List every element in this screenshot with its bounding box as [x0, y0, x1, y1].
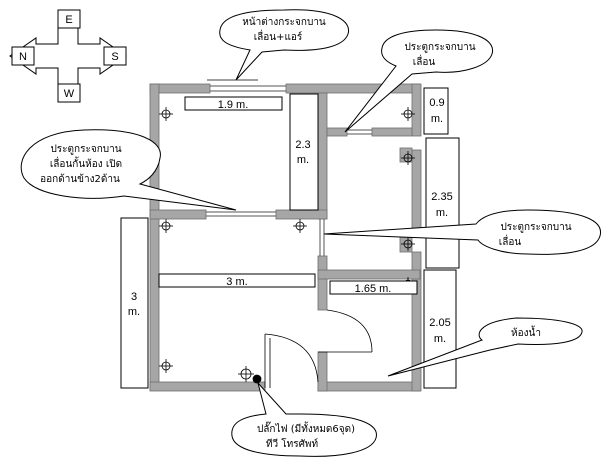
- light-icon: [401, 237, 415, 251]
- wall-top-right: [285, 83, 421, 94]
- dim-top-right-unit: m.: [431, 113, 443, 125]
- dim-left-room: 2.3: [295, 139, 310, 151]
- callout-door-mid: ประตูกระจกบาน เลื่อน: [323, 209, 602, 255]
- wall-right-partition-a: [399, 147, 413, 163]
- light-icon: [401, 107, 415, 121]
- wall-center-lower: [317, 255, 328, 311]
- wall-left: [149, 83, 160, 391]
- wall-right-low: [411, 251, 422, 392]
- wall-mid-left: [149, 209, 207, 220]
- fixtures: [159, 107, 415, 384]
- wall-right-top: [411, 83, 422, 137]
- dimension-boxes: 1.9 m. 2.3 m. 0.9 m. 2.35 m. 3 m. 1.65 m…: [120, 87, 460, 389]
- callout-partition-line1: ประตูกระจกบาน: [50, 144, 121, 155]
- dim-box-top-window: [184, 96, 283, 111]
- wall-bottom-right: [317, 381, 421, 392]
- callout-bathroom-label: ห้องน้ำ: [511, 325, 541, 339]
- compass-box-west: [57, 83, 81, 103]
- wall-top-room-split: [326, 127, 348, 137]
- compass: E N S W: [9, 9, 127, 103]
- callout-plug-bubble: [231, 382, 377, 457]
- callout-bathroom-bubble: [387, 317, 583, 377]
- callout-door-mid-line1: ประตูกระจกบาน: [500, 222, 571, 233]
- dim-top-window: 1.9 m.: [218, 99, 249, 111]
- wall-right-mid: [411, 149, 422, 237]
- light-icon: [159, 359, 173, 373]
- callout-door-top: ประตูกระจกบาน เลื่อน: [344, 29, 494, 133]
- callout-window-line2: เลื่อน+แอร์: [254, 29, 303, 43]
- callout-door-mid-bubble: [323, 209, 602, 255]
- dim-mid-right-unit: m.: [436, 207, 448, 219]
- callout-plug: ปลั๊กไฟ (มีทั้งหมด6จุด) ทีวี โทรศัพท์: [231, 382, 377, 457]
- entry-door-swing: [264, 333, 319, 383]
- callout-bathroom: ห้องน้ำ: [387, 317, 583, 377]
- compass-south: S: [111, 51, 118, 63]
- compass-east: E: [65, 14, 72, 26]
- callout-window: หน้าต่างกระจกบาน เลื่อน+แอร์: [219, 9, 350, 81]
- wall-bathroom-top: [317, 269, 421, 280]
- wall-mid-right: [275, 209, 328, 220]
- dim-box-bathroom-width: [329, 280, 418, 295]
- callout-partition: ประตูกระจกบาน เลื่อนกั้นห้อง เปิด ออกด้า…: [20, 129, 237, 211]
- callout-window-line1: หน้าต่างกระจกบาน: [242, 16, 326, 28]
- dim-main-width: 3 m.: [226, 276, 247, 288]
- callout-plug-line1: ปลั๊กไฟ (มีทั้งหมด6จุด): [257, 421, 355, 435]
- dim-bathroom-height-unit: m.: [434, 333, 446, 345]
- compass-box-north: [11, 46, 35, 66]
- dim-left-side-unit: m.: [128, 306, 140, 318]
- light-icon: [238, 366, 254, 382]
- callout-partition-bubble: [20, 129, 237, 211]
- dim-box-left-room: [289, 93, 319, 211]
- dim-top-right: 0.9: [429, 97, 444, 109]
- dim-box-mid-right: [425, 137, 460, 269]
- wall-top-room-split-right: [371, 127, 413, 137]
- compass-north: N: [19, 51, 27, 63]
- dim-bathroom-width: 1.65 m.: [355, 283, 392, 295]
- plug-marker-icon: [252, 374, 262, 384]
- bathroom-door-swing: [326, 309, 373, 353]
- wall-center-bottom: [317, 351, 328, 392]
- callout-door-mid-line2: เลื่อน: [499, 234, 522, 248]
- dim-box-left-side: [120, 217, 149, 389]
- compass-box-east: [57, 9, 81, 29]
- callout-plug-line2: ทีวี โทรศัพท์: [266, 437, 318, 450]
- light-icon: [159, 107, 173, 121]
- compass-west: W: [64, 88, 75, 100]
- callout-partition-line3: ออกด้านข้าง2ด้าน: [40, 173, 120, 185]
- openings: [206, 79, 373, 388]
- light-icon: [401, 151, 415, 165]
- walls: [149, 83, 422, 392]
- light-icon: [293, 219, 307, 233]
- callout-door-top-line2: เลื่อน: [413, 54, 436, 68]
- callout-door-top-line1: ประตูกระจกบาน: [404, 42, 475, 53]
- light-icon: [159, 219, 173, 233]
- dim-box-top-right: [423, 87, 449, 135]
- dim-box-main-width: [158, 273, 316, 288]
- dim-left-room-unit: m.: [297, 154, 309, 166]
- wall-bottom-left: [149, 381, 266, 392]
- dim-mid-right: 2.35: [431, 191, 452, 203]
- callout-window-bubble: [219, 9, 350, 81]
- dim-bathroom-height: 2.05: [429, 317, 450, 329]
- dim-box-bathroom-height: [423, 269, 457, 389]
- compass-box-south: [103, 46, 127, 66]
- wall-center-upper: [317, 92, 328, 220]
- callout-door-top-bubble: [344, 29, 494, 133]
- dim-left-side: 3: [131, 291, 137, 303]
- callout-partition-line2: เลื่อนกั้นห้อง เปิด: [50, 156, 122, 170]
